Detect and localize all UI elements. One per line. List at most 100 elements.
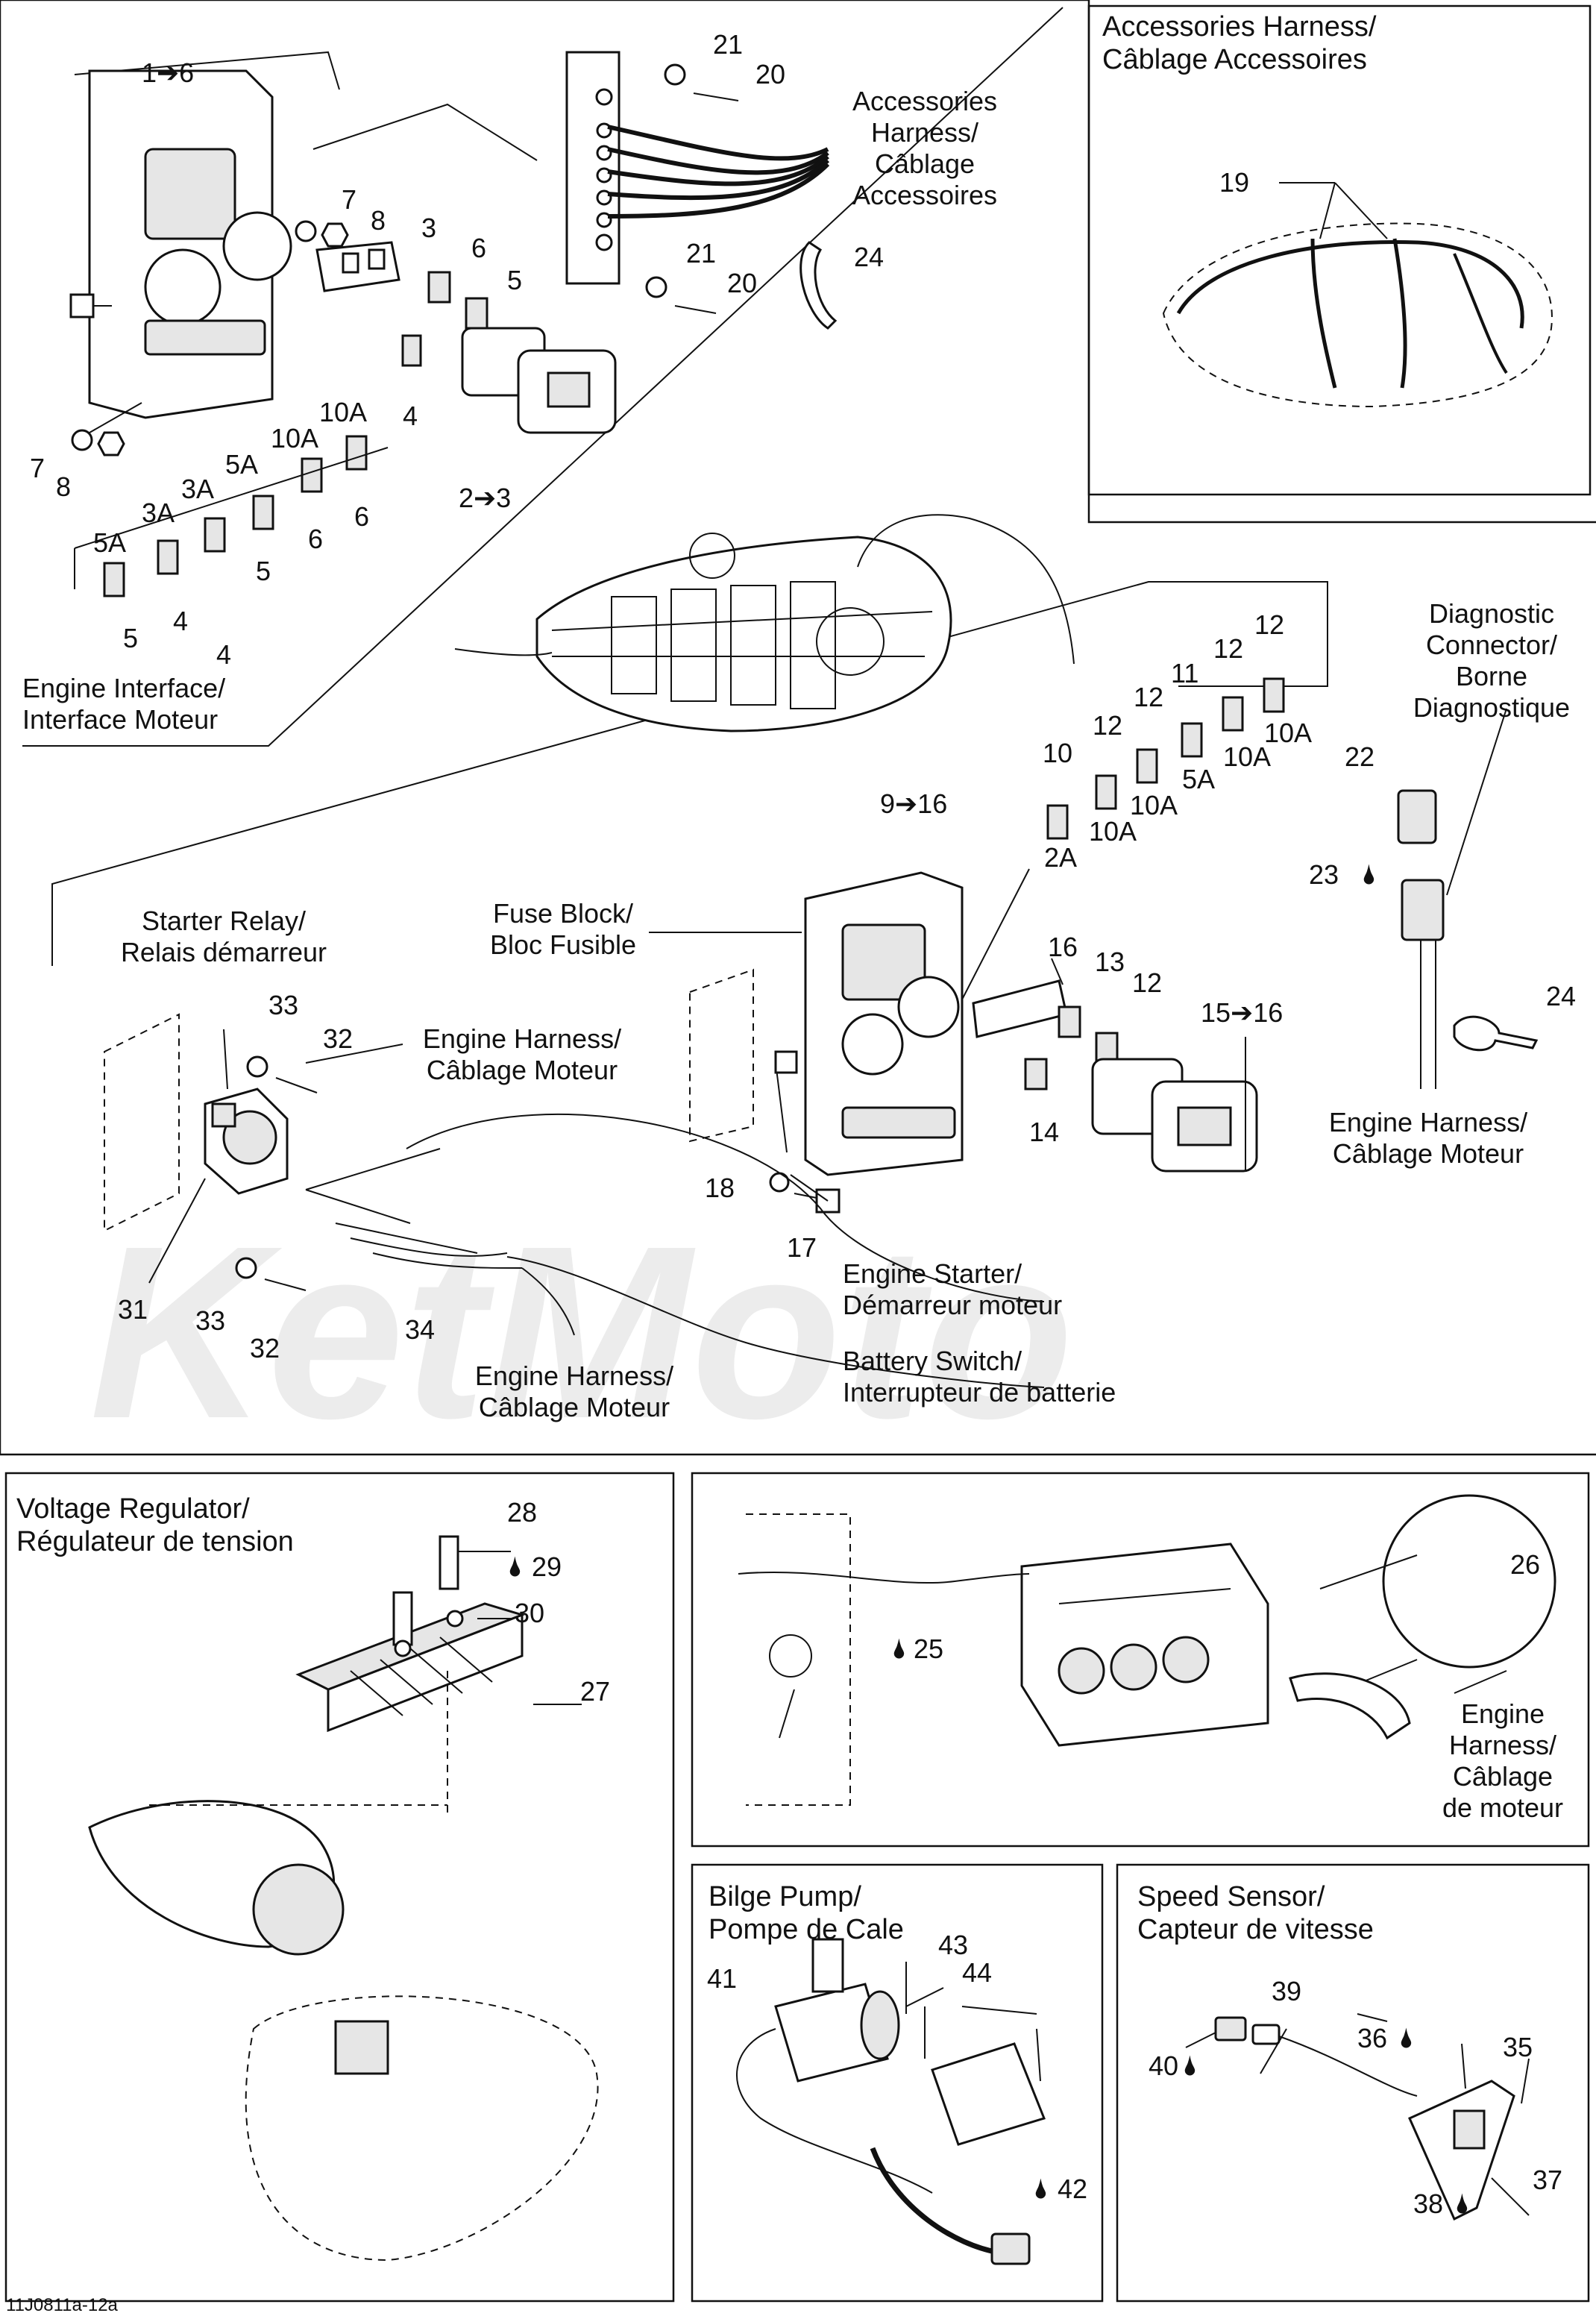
fuse-rating: 3A <box>142 498 175 528</box>
part-number: 6 <box>354 501 369 532</box>
part-number: 32 <box>323 1023 353 1054</box>
part-number: 10 <box>1043 738 1072 768</box>
part-number: 39 <box>1272 1976 1301 2006</box>
part-number: 20 <box>755 59 785 90</box>
label-line: Battery Switch/ <box>843 1346 1022 1376</box>
voltage-regulator-title: Voltage Regulator/ Régulateur de tension <box>16 1493 294 1557</box>
diagnostic-connector-callout: Diagnostic Connector/ Borne Diagnostique <box>1413 598 1570 723</box>
engine-harness-drawing <box>738 1494 1556 1806</box>
part-number: 1➔6 <box>142 57 194 88</box>
label-line: Interface Moteur <box>22 704 218 735</box>
label-line: Accessories <box>852 86 997 116</box>
part-number: 24 <box>1546 981 1576 1011</box>
lubricant-drop-icon: 🌢 <box>1182 2050 1198 2081</box>
fuse-rating: 10A <box>1223 741 1271 772</box>
label-line: Harness/ <box>1449 1730 1556 1760</box>
label-line: Starter Relay/ <box>142 906 306 936</box>
part-number: 30 <box>515 1598 544 1628</box>
part-number: 4 <box>173 606 188 636</box>
part-number: 34 <box>405 1314 435 1345</box>
part-number-labels: 1➔6 2➔3 3 4 4 4 5 5 5 6 6 6 7 7 8 8 9➔16… <box>30 29 1576 2219</box>
part-number: 38 <box>1413 2188 1443 2219</box>
part-number: 28 <box>507 1497 537 1528</box>
part-number: 33 <box>268 990 298 1020</box>
part-number: 19 <box>1219 167 1249 198</box>
part-number: 25 <box>914 1634 943 1664</box>
label-line: Capteur de vitesse <box>1137 1914 1374 1945</box>
fuse-rating: 10A <box>1089 816 1137 847</box>
label-line: Accessories Harness/ <box>1102 11 1377 43</box>
speed-sensor-frame <box>1116 1863 1590 2303</box>
label-line: Régulateur de tension <box>16 1526 294 1557</box>
leader-lines <box>459 932 1530 2104</box>
upper-fuses <box>74 435 389 597</box>
lubricant-drop-icon: 🌢 <box>1398 2023 1415 2053</box>
lubricant-drop-icon: 🌢 <box>1454 2188 1471 2219</box>
part-number: 9➔16 <box>880 788 947 819</box>
part-number: 7 <box>30 453 45 483</box>
label-line: Câblage <box>1453 1761 1553 1792</box>
starter-relay-callout: Starter Relay/ Relais démarreur <box>121 906 327 967</box>
voltage-regulator-frame <box>4 1472 675 2303</box>
part-number: 37 <box>1533 2165 1562 2195</box>
engine-harness-box-callout: Engine Harness/ Câblage de moteur <box>1442 1698 1563 1823</box>
label-line: Diagnostique <box>1413 692 1570 723</box>
fuse-rating: 3A <box>181 474 214 504</box>
bilge-pump-drawing <box>735 1938 1046 2265</box>
engine-harness-upper-callout: Engine Harness/ Câblage Moteur <box>423 1023 621 1085</box>
fuse-block-callout: Fuse Block/ Bloc Fusible <box>490 898 636 960</box>
lubricant-drop-icon: 🌢 <box>1033 2174 1049 2204</box>
diagnostic-connector <box>1397 708 1539 1089</box>
part-number: 12 <box>1093 710 1122 741</box>
label-line: Diagnostic <box>1429 598 1554 629</box>
part-number: 8 <box>371 205 386 236</box>
accessories-harness-callout: Accessories Harness/ Câblage Accessoires <box>852 86 997 210</box>
part-number: 6 <box>471 233 486 263</box>
part-number: 4 <box>403 401 418 431</box>
accessories-box-title: Accessories Harness/ Câblage Accessoires <box>1102 11 1377 75</box>
lower-fuses <box>1046 677 1285 840</box>
label-line: Speed Sensor/ <box>1137 1881 1325 1912</box>
part-number: 42 <box>1058 2174 1087 2204</box>
fuse-rating-labels: 10A 10A 5A 3A 3A 5A 2A 10A 10A 5A 10A 10… <box>93 397 1312 873</box>
label-line: Interrupteur de batterie <box>843 1377 1116 1408</box>
part-number: 33 <box>195 1305 225 1336</box>
part-number: 8 <box>56 471 71 502</box>
part-number: 5 <box>256 556 271 586</box>
part-number: 36 <box>1357 2023 1387 2053</box>
part-number: 12 <box>1134 682 1163 712</box>
label-line: Câblage Moteur <box>1333 1138 1524 1169</box>
label-line: Câblage Moteur <box>427 1055 618 1085</box>
part-number: 41 <box>707 1963 737 1994</box>
part-number: 12 <box>1213 633 1243 664</box>
engine-interface-module <box>69 51 538 419</box>
accessories-frame <box>1087 4 1592 496</box>
label-line: Fuse Block/ <box>493 898 633 929</box>
part-number: 12 <box>1254 609 1284 640</box>
part-number: 5 <box>123 623 138 653</box>
bilge-pump-title: Bilge Pump/ Pompe de Cale <box>709 1881 904 1945</box>
label-line: Engine Harness/ <box>1329 1107 1527 1137</box>
part-number: 43 <box>938 1930 968 1960</box>
part-number: 5 <box>507 265 522 295</box>
label-line: Bilge Pump/ <box>709 1881 861 1912</box>
part-number: 15➔16 <box>1201 997 1283 1028</box>
lubricant-drop-icon: 🌢 <box>1361 859 1377 890</box>
part-number: 44 <box>962 1957 992 1988</box>
part-number: 21 <box>713 29 743 60</box>
label-line: Câblage <box>875 148 975 179</box>
accessories-harness-boat <box>1162 182 1553 408</box>
label-line: Borne <box>1456 661 1527 691</box>
part-number: 13 <box>1095 947 1125 977</box>
engine-harness-frame <box>691 1472 1590 1848</box>
part-number: 40 <box>1149 2050 1178 2081</box>
hull-drawing <box>454 514 1075 732</box>
part-number: 21 <box>686 238 716 269</box>
fuse-rating: 5A <box>93 527 126 558</box>
part-number: 14 <box>1029 1117 1059 1147</box>
engine-harness-lower-callout: Engine Harness/ Câblage Moteur <box>475 1361 673 1422</box>
label-line: Engine Interface/ <box>22 673 225 703</box>
fuse-rating: 5A <box>225 449 258 480</box>
